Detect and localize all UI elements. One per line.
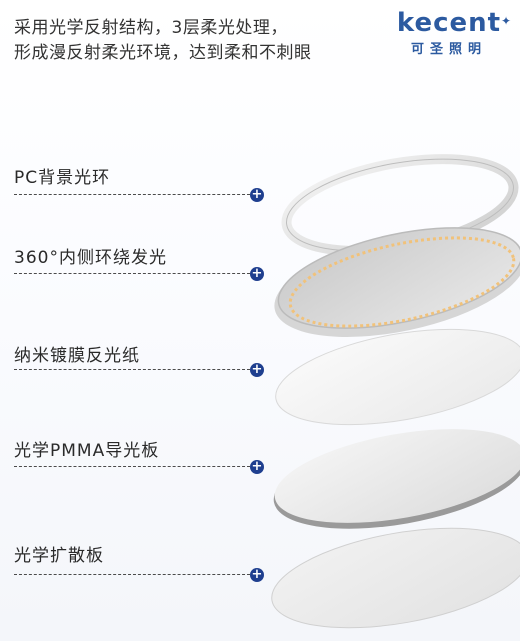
leader-line-3 (14, 369, 250, 370)
plus-marker-icon: + (250, 459, 264, 474)
layer-label-led-ring: 360°内侧环绕发光 (14, 248, 167, 268)
leader-line-4 (14, 466, 250, 467)
leader-line-5 (14, 574, 250, 575)
layer-label-diffuser-plate: 光学扩散板 (14, 546, 104, 566)
logo-star-icon: ✦ (500, 14, 512, 28)
layer-label-pc-ring: PC背景光环 (14, 168, 111, 188)
brand-logo: kecent✦ 可圣照明 (390, 8, 512, 57)
pmma-plate-layer (273, 429, 520, 529)
leader-line-1 (14, 194, 250, 195)
headline: 采用光学反射结构，3层柔光处理， 形成漫反射柔光环境，达到柔和不刺眼 (14, 16, 374, 66)
plus-marker-icon: + (250, 362, 264, 377)
brand-name-cn: 可圣照明 (410, 42, 487, 57)
leader-line-2 (14, 273, 250, 274)
plus-marker-icon: + (250, 187, 264, 202)
brand-name-en: kecent✦ (396, 8, 512, 38)
led-ring-layer (274, 227, 520, 337)
diffuser-plate-layer (271, 527, 520, 629)
layer-label-pmma-plate: 光学PMMA导光板 (14, 441, 160, 461)
headline-line-2: 形成漫反射柔光环境，达到柔和不刺眼 (14, 43, 312, 63)
plus-marker-icon: + (250, 567, 264, 582)
reflective-paper-layer (275, 328, 520, 426)
headline-line-1: 采用光学反射结构，3层柔光处理， (14, 18, 288, 38)
layer-label-reflective-paper: 纳米镀膜反光纸 (14, 346, 140, 366)
plus-marker-icon: + (250, 266, 264, 281)
